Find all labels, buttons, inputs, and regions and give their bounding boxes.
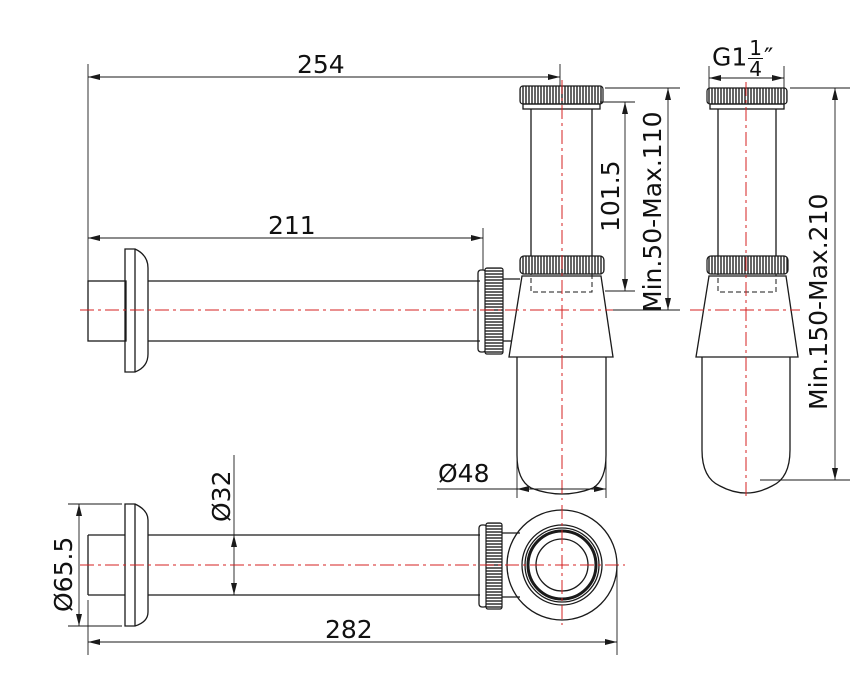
- thread-prefix: G1: [712, 42, 748, 72]
- top-view: [68, 455, 625, 655]
- dim-wall-to-outlet-211: 211: [268, 211, 316, 240]
- thread-numerator: 1: [748, 36, 764, 60]
- dim-overall-depth-254: 254: [297, 50, 345, 79]
- thread-denominator: 4: [749, 57, 763, 81]
- front-view: [80, 64, 680, 500]
- dim-tube-height-101-5: 101.5: [596, 160, 625, 232]
- dim-overall-length-282: 282: [325, 615, 373, 644]
- side-view: [690, 66, 850, 500]
- thread-suffix: ″: [764, 42, 774, 72]
- dim-rosette-diameter: Ø65.5: [49, 536, 78, 612]
- dim-pipe-diameter: Ø32: [207, 470, 236, 523]
- dim-side-adjust-range: Min.150-Max.210: [804, 193, 833, 410]
- dim-front-adjust-range: Min.50-Max.110: [638, 111, 667, 313]
- dim-body-diameter: Ø48: [438, 459, 490, 488]
